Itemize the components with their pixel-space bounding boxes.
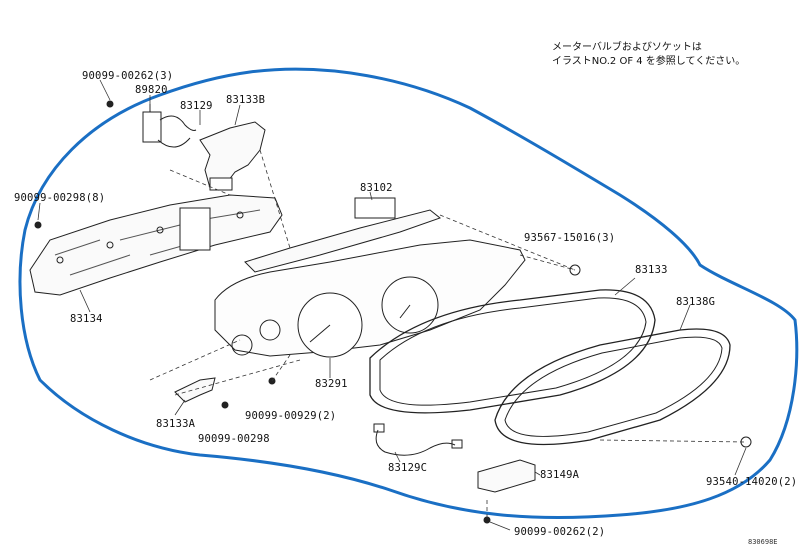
part-label: 83102 — [360, 182, 393, 194]
part-89820 — [142, 111, 162, 143]
wire-83129C — [375, 429, 456, 456]
part-label: 90099-00262(2) — [514, 526, 606, 538]
part-label: 83138G — [676, 296, 716, 308]
part-label: 83133A — [156, 418, 196, 430]
frame-83133 — [369, 289, 656, 414]
reference-code: 830698E — [748, 538, 778, 546]
part-label: 83134 — [70, 313, 103, 325]
part-label: 90099-00298 — [198, 433, 270, 445]
part-83129 — [159, 115, 197, 131]
part-label: 83291 — [315, 378, 348, 390]
part-label: 93540-14020(2) — [706, 476, 798, 488]
lens-83138G — [494, 328, 731, 446]
part-label: 90099-00262(3) — [82, 70, 174, 82]
strip-83102 — [244, 209, 442, 273]
part-label: 83133 — [635, 264, 668, 276]
part-label: 83129C — [388, 462, 428, 474]
bracket-83134 — [29, 194, 283, 296]
part-label: 90099-00298(8) — [14, 192, 106, 204]
note-line-2: イラストNO.2 OF 4 を参照してください。 — [552, 56, 746, 67]
part-label: 83149A — [540, 469, 580, 481]
note-line-1: メーターバルブおよびソケットは — [552, 42, 702, 53]
part-label: 93567-15016(3) — [524, 232, 616, 244]
bracket-83133A — [174, 377, 216, 403]
part-label: 89820 — [135, 84, 168, 96]
blue-outline — [18, 67, 799, 520]
part-label: 83129 — [180, 100, 213, 112]
part-label: 90099-00929(2) — [245, 410, 337, 422]
bracket-83133B — [199, 121, 266, 189]
block-83149A — [477, 459, 536, 493]
part-label: 83133B — [226, 94, 266, 106]
